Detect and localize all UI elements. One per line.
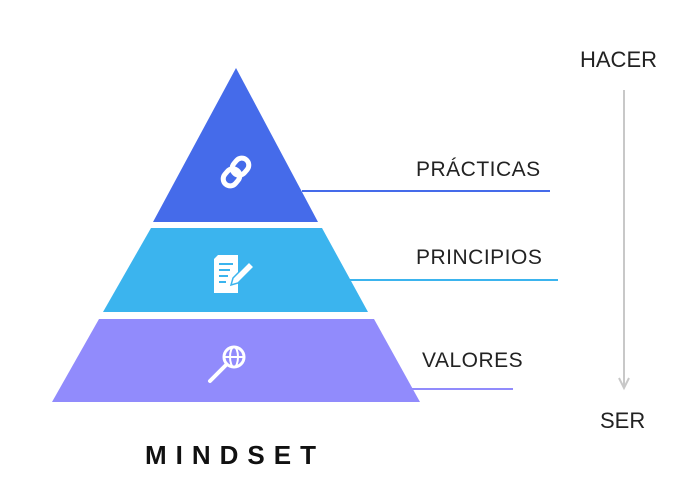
document-edit-icon [214,255,256,293]
tier-valores [52,319,420,402]
axis-top-label: HACER [580,47,658,72]
globe-search-icon [208,345,246,383]
label-valores: VALORES [422,349,524,372]
diagram-title: MINDSET [145,440,325,470]
tier-practicas [153,68,318,222]
axis-bottom-label: SER [600,408,646,433]
label-principios: PRINCIPIOS [416,246,543,269]
hacer-ser-arrow [618,90,630,391]
link-icon [220,155,252,189]
label-practicas: PRÁCTICAS [416,158,541,181]
